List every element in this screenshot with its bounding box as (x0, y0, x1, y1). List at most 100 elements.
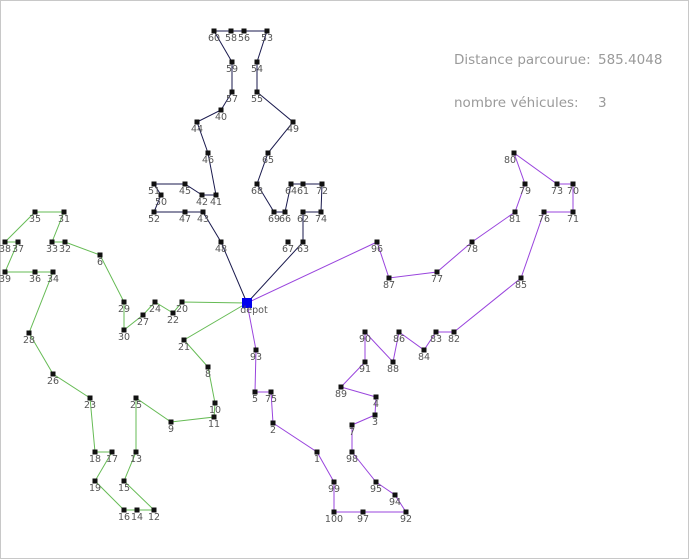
customer-node-71 (570, 209, 576, 215)
customer-label-51: 51 (148, 186, 160, 197)
customer-label-26: 26 (47, 376, 59, 387)
customer-label-72: 72 (316, 186, 328, 197)
customer-label-13: 13 (130, 454, 142, 465)
customer-label-27: 27 (137, 317, 149, 328)
customer-node-28 (26, 330, 32, 336)
customer-node-15 (121, 478, 127, 484)
customer-node-80 (511, 150, 517, 156)
customer-node-96 (374, 239, 380, 245)
customer-label-66: 66 (279, 214, 291, 225)
customer-label-85: 85 (515, 280, 527, 291)
customer-label-28: 28 (23, 335, 35, 346)
customer-label-77: 77 (431, 274, 443, 285)
customer-node-64 (288, 181, 294, 187)
customer-node-21 (181, 337, 187, 343)
customer-node-43 (200, 209, 206, 215)
customer-node-41 (213, 192, 219, 198)
customer-label-48: 48 (215, 244, 227, 255)
customer-node-54 (254, 59, 260, 65)
customer-label-1: 1 (314, 454, 320, 465)
customer-label-4: 4 (373, 399, 379, 410)
customer-node-12 (151, 507, 157, 513)
customer-node-44 (194, 119, 200, 125)
customer-label-15: 15 (118, 483, 130, 494)
customer-label-6: 6 (97, 257, 103, 268)
customer-label-67: 67 (282, 244, 294, 255)
customer-node-79 (522, 181, 528, 187)
customer-node-57 (229, 89, 235, 95)
customer-node-2 (270, 420, 276, 426)
customer-node-58 (228, 28, 234, 34)
customer-node-52 (151, 209, 157, 215)
customer-label-76: 76 (538, 214, 550, 225)
customer-label-98: 98 (346, 454, 358, 465)
customer-node-62 (300, 209, 306, 215)
customer-node-37 (15, 239, 21, 245)
customer-node-8 (205, 364, 211, 370)
customer-node-81 (512, 209, 518, 215)
customer-label-34: 34 (47, 274, 59, 285)
customer-label-88: 88 (387, 364, 399, 375)
customer-label-59: 59 (226, 64, 238, 75)
customer-node-27 (140, 312, 146, 318)
customer-node-94 (392, 492, 398, 498)
customer-node-35 (32, 209, 38, 215)
customer-node-60 (211, 28, 217, 34)
depot-marker (242, 298, 252, 308)
customer-label-63: 63 (297, 244, 309, 255)
customer-node-95 (373, 479, 379, 485)
customer-node-98 (349, 449, 355, 455)
customer-label-23: 23 (84, 400, 96, 411)
customer-label-83: 83 (430, 334, 442, 345)
customer-label-54: 54 (251, 64, 263, 75)
customer-node-30 (121, 327, 127, 333)
customer-label-86: 86 (393, 334, 405, 345)
customer-node-9 (168, 419, 174, 425)
customer-node-89 (338, 384, 344, 390)
customer-node-19 (92, 478, 98, 484)
customer-label-82: 82 (448, 334, 460, 345)
customer-label-61: 61 (297, 186, 309, 197)
customer-label-90: 90 (359, 334, 371, 345)
route-3-path (246, 151, 574, 513)
customer-label-93: 93 (250, 352, 262, 363)
customer-node-97 (360, 509, 366, 515)
customer-node-88 (390, 359, 396, 365)
customer-label-74: 74 (315, 214, 327, 225)
customer-node-72 (319, 181, 325, 187)
customer-label-46: 46 (202, 155, 214, 166)
customer-label-50: 50 (155, 197, 167, 208)
customer-label-38: 38 (0, 244, 11, 255)
customer-label-41: 41 (210, 197, 222, 208)
customer-label-35: 35 (29, 214, 41, 225)
customer-node-33 (49, 239, 55, 245)
customer-node-69 (271, 209, 277, 215)
customer-node-56 (241, 28, 247, 34)
customer-label-95: 95 (370, 484, 382, 495)
customer-node-17 (109, 449, 115, 455)
customer-label-92: 92 (400, 514, 412, 525)
customer-label-91: 91 (359, 364, 371, 375)
customer-label-24: 24 (149, 304, 161, 315)
customer-node-6 (97, 252, 103, 258)
customer-node-16 (121, 507, 127, 513)
customer-node-29 (121, 299, 127, 305)
customer-node-1 (314, 449, 320, 455)
customer-label-64: 64 (285, 186, 297, 197)
customer-label-79: 79 (519, 186, 531, 197)
customer-label-25: 25 (130, 400, 142, 411)
customer-node-93 (253, 347, 259, 353)
customer-label-21: 21 (178, 342, 190, 353)
customer-node-4 (373, 394, 379, 400)
customer-node-22 (170, 310, 176, 316)
customer-label-10: 10 (209, 405, 221, 416)
customer-node-59 (229, 59, 235, 65)
customer-label-99: 99 (328, 484, 340, 495)
customer-label-52: 52 (148, 214, 160, 225)
customer-node-67 (285, 239, 291, 245)
customer-node-78 (469, 239, 475, 245)
customer-node-84 (421, 347, 427, 353)
customer-label-39: 39 (0, 274, 11, 285)
